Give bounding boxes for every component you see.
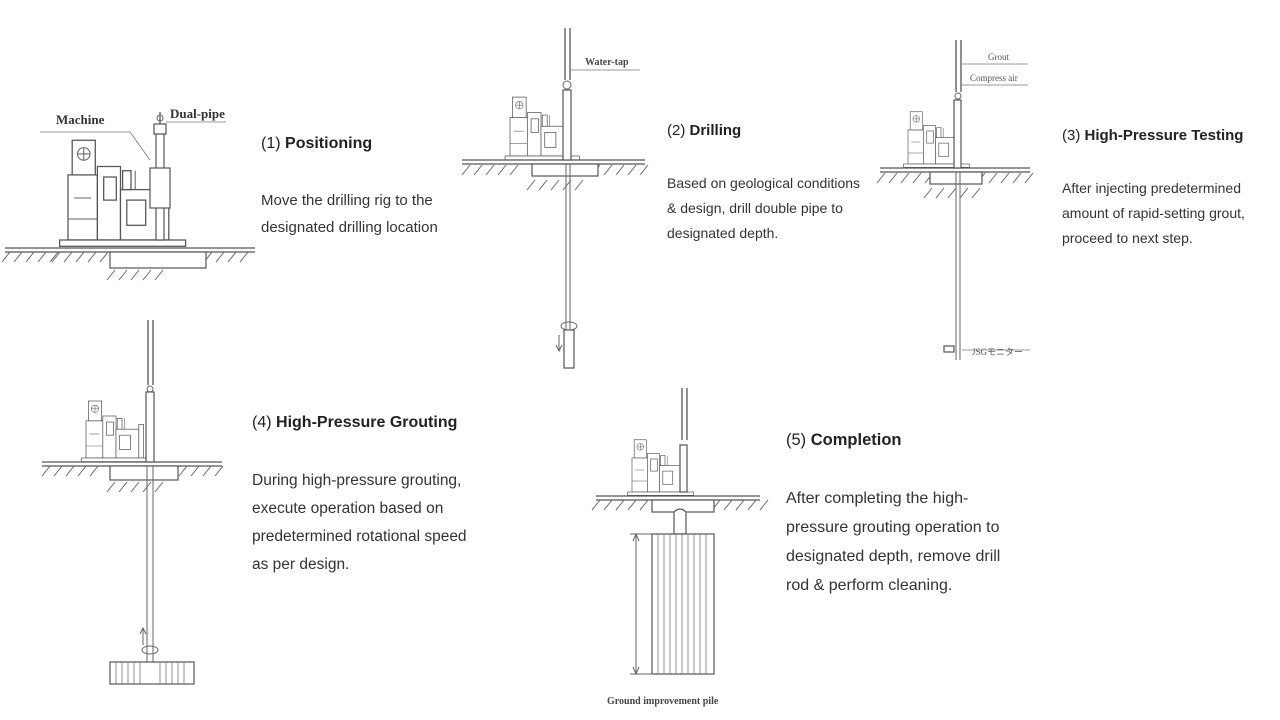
- step-number: (1): [261, 135, 281, 152]
- step-name: High-Pressure Testing: [1084, 127, 1244, 144]
- step-name: High-Pressure Grouting: [276, 414, 458, 431]
- label-dual-pipe: Dual-pipe: [170, 106, 225, 121]
- description-line: After completing the high-: [786, 490, 969, 507]
- step-positioning: (1) Positioning Move the drilling rig to…: [261, 134, 443, 241]
- description-line: designated depth.: [667, 225, 779, 241]
- description-line: as per design.: [252, 556, 350, 573]
- description-line: designated drilling location: [261, 219, 438, 236]
- step-number: (5): [786, 431, 807, 449]
- step-completion: (5) Completion After completing the high…: [786, 430, 1036, 600]
- step-description: Move the drilling rig to the designated …: [261, 187, 443, 241]
- step-title: (5) Completion: [786, 430, 1036, 450]
- step-description: After injecting predetermined amount of …: [1062, 176, 1276, 251]
- illustration-high-pressure-grouting: [41, 320, 224, 685]
- step-title: (3) High-Pressure Testing: [1062, 126, 1276, 146]
- step-description: Based on geological conditions & design,…: [667, 171, 877, 246]
- label-jsg-monitor: JSGモニター: [972, 347, 1023, 357]
- step-name: Positioning: [285, 135, 373, 152]
- illustration-high-pressure-testing: Grout Compress air JSGモニター: [876, 40, 1034, 360]
- illustration-completion: Ground improvement pile: [591, 388, 769, 707]
- step-name: Completion: [810, 431, 902, 449]
- step-high-pressure-testing: (3) High-Pressure Testing After injectin…: [1062, 126, 1276, 251]
- label-grout: Grout: [988, 52, 1009, 62]
- illustration-drilling: Water-tap: [461, 28, 649, 369]
- illustration-positioning: Machine Dual-pipe: [1, 106, 255, 281]
- description-line: pressure grouting operation to: [786, 519, 1000, 536]
- description-line: Move the drilling rig to the: [261, 192, 433, 209]
- step-number: (2): [667, 122, 686, 139]
- description-line: Based on geological conditions: [667, 175, 861, 191]
- step-name: Drilling: [689, 122, 742, 139]
- step-description: During high-pressure grouting, execute o…: [252, 467, 502, 579]
- description-line: amount of rapid-setting grout,: [1062, 205, 1245, 221]
- description-line: designated depth, remove drill: [786, 548, 1001, 565]
- description-line: rod & perform cleaning.: [786, 577, 953, 594]
- label-water-tap: Water-tap: [585, 57, 629, 68]
- description-line: & design, drill double pipe to: [667, 200, 843, 216]
- step-title: (4) High-Pressure Grouting: [252, 413, 502, 433]
- description-line: proceed to next step.: [1062, 230, 1193, 246]
- step-number: (4): [252, 414, 272, 431]
- description-line: During high-pressure grouting,: [252, 472, 462, 489]
- step-number: (3): [1062, 127, 1081, 144]
- step-description: After completing the high- pressure grou…: [786, 484, 1036, 600]
- description-line: execute operation based on: [252, 500, 444, 517]
- step-title: (1) Positioning: [261, 134, 443, 154]
- label-ground-improvement-pile: Ground improvement pile: [607, 696, 719, 707]
- step-high-pressure-grouting: (4) High-Pressure Grouting During high-p…: [252, 413, 502, 579]
- description-line: predetermined rotational speed: [252, 528, 467, 545]
- label-compress-air: Compress air: [970, 73, 1018, 83]
- step-drilling: (2) Drilling Based on geological conditi…: [667, 121, 877, 246]
- label-machine: Machine: [56, 112, 105, 127]
- description-line: After injecting predetermined: [1062, 180, 1241, 196]
- step-title: (2) Drilling: [667, 121, 877, 141]
